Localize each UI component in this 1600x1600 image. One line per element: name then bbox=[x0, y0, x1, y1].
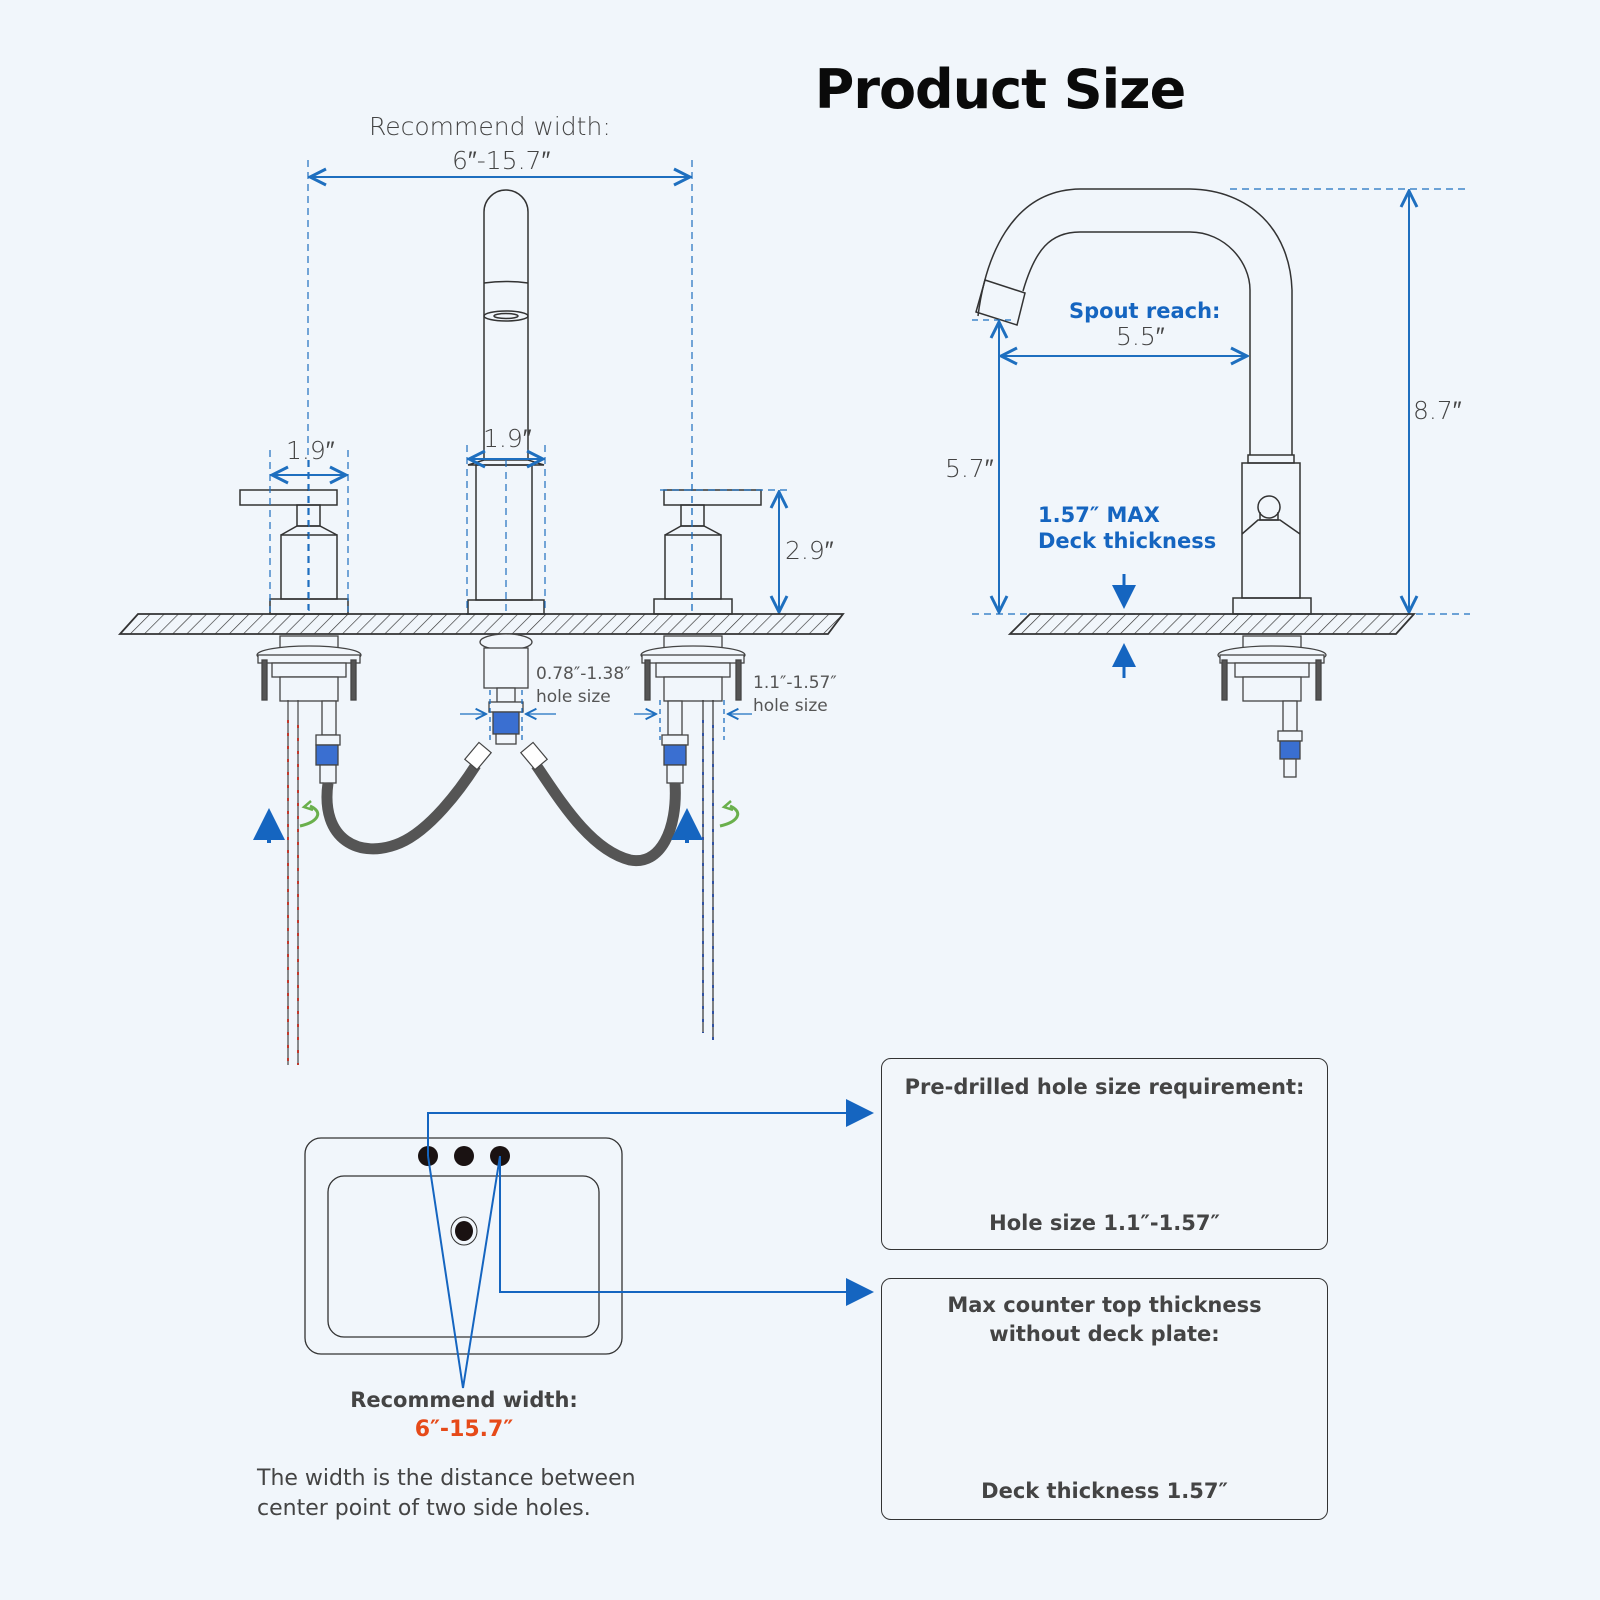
handle-width-dimension bbox=[269, 450, 349, 612]
flow-arrows bbox=[253, 800, 740, 843]
hot-supply-line bbox=[287, 700, 299, 1065]
side-view bbox=[972, 188, 1470, 778]
sink-note-line2: center point of two side holes. bbox=[257, 1496, 591, 1521]
deck-max-label: 1.57″ MAX bbox=[1038, 503, 1160, 527]
spout-height-dimension bbox=[972, 319, 1015, 612]
side-mount bbox=[1217, 635, 1327, 778]
front-view bbox=[117, 160, 845, 1065]
deck-card-title-line1: Max counter top thickness bbox=[947, 1293, 1262, 1317]
side-hole-label: hole size bbox=[753, 696, 828, 716]
cold-supply-line bbox=[702, 700, 714, 1040]
center-hole-label: hole size bbox=[536, 687, 611, 707]
spout-height-label: 5.7″ bbox=[945, 454, 994, 483]
handle-height-dimension bbox=[660, 489, 790, 612]
deck-thickness-label: Deck thickness bbox=[1038, 529, 1217, 553]
left-handle bbox=[239, 460, 349, 615]
sink-hole-center bbox=[454, 1146, 474, 1166]
spout-reach-label: Spout reach: bbox=[1069, 299, 1221, 323]
sink-top-view bbox=[304, 1099, 874, 1389]
hole-size-card: Pre-drilled hole size requirement: Hole … bbox=[881, 1058, 1328, 1250]
total-height-label: 8.7″ bbox=[1413, 396, 1462, 425]
page-title: Product Size bbox=[0, 58, 1600, 121]
side-hole-range: 1.1″-1.57″ bbox=[753, 673, 837, 693]
handle-height-label: 2.9″ bbox=[785, 536, 834, 565]
deck-card-caption: Deck thickness 1.57″ bbox=[981, 1479, 1228, 1503]
right-handle bbox=[653, 460, 762, 615]
recommend-width-label: Recommend width: bbox=[369, 112, 611, 141]
left-mount bbox=[256, 635, 362, 784]
right-mount bbox=[634, 635, 752, 784]
deck-thickness-card: Max counter top thickness without deck p… bbox=[881, 1278, 1328, 1520]
connecting-hoses bbox=[321, 761, 681, 867]
spout-reach-value: 5.5″ bbox=[1116, 322, 1165, 351]
gooseneck-spout bbox=[975, 188, 1312, 615]
hole-size-card-caption: Hole size 1.1″-1.57″ bbox=[989, 1211, 1220, 1235]
center-hole-range: 0.78″-1.38″ bbox=[536, 664, 631, 684]
recommend-width-dimension bbox=[307, 160, 693, 610]
drain bbox=[450, 1216, 478, 1246]
counter-deck bbox=[117, 613, 845, 635]
page-title-text: Product Size bbox=[814, 58, 1186, 121]
handle-width-label: 1.9″ bbox=[286, 436, 335, 465]
sink-note-line1: The width is the distance between bbox=[257, 1466, 636, 1491]
spout-width-label: 1.9″ bbox=[483, 424, 532, 453]
hose-fittings bbox=[463, 741, 549, 771]
recommend-width-value: 6″-15.7″ bbox=[452, 146, 551, 175]
sink-recommend-label: Recommend width: bbox=[350, 1388, 578, 1412]
spout bbox=[467, 189, 545, 615]
spout-width-dimension bbox=[466, 445, 546, 615]
side-counter-deck bbox=[1007, 613, 1417, 635]
deck-card-title-line2: without deck plate: bbox=[989, 1322, 1220, 1346]
sink-recommend-value: 6″-15.7″ bbox=[414, 1417, 514, 1442]
center-mount bbox=[460, 633, 556, 745]
hole-size-card-title: Pre-drilled hole size requirement: bbox=[904, 1075, 1305, 1099]
